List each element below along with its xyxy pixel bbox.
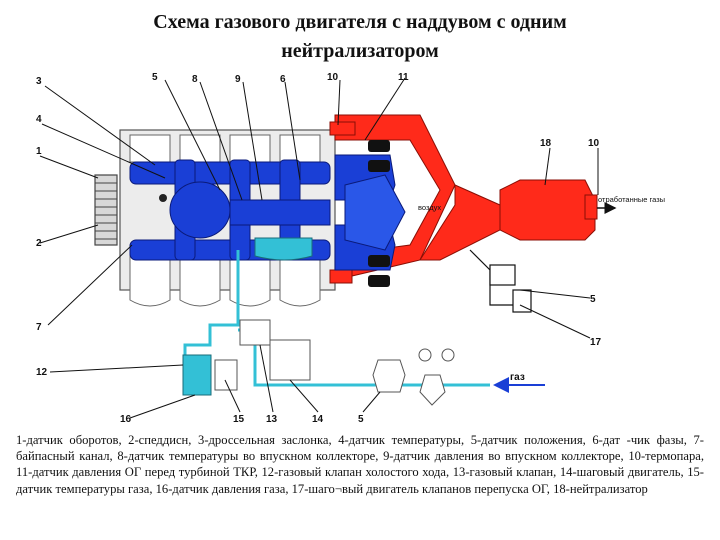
label-2: 2 (36, 238, 42, 249)
label-14: 14 (312, 414, 324, 425)
catalytic-converter (499, 179, 596, 241)
legend-caption: 1-датчик оборотов, 2-спеддисн, 3-дроссел… (16, 433, 704, 496)
leader-lines (39, 77, 599, 419)
title-line-1: Схема газового двигателя с наддувом с од… (153, 11, 567, 33)
label-11: 11 (398, 72, 409, 83)
label-8: 8 (192, 74, 198, 85)
gauge-icon-2 (441, 348, 455, 362)
intake-manifold (129, 159, 331, 261)
label-16: 16 (120, 414, 132, 425)
page-title: Схема газового двигателя с наддувом с од… (60, 8, 660, 66)
label-7: 7 (36, 322, 42, 333)
label-10-right: 10 (588, 138, 600, 149)
label-5-top: 5 (152, 72, 158, 83)
title-line-2: нейтрализатором (281, 40, 439, 62)
exhaust-path (329, 114, 598, 287)
label-15: 15 (233, 414, 245, 425)
throttle-body (254, 237, 313, 261)
exhaust-label: отработанные газы (598, 195, 665, 204)
gas-supply-line (182, 250, 490, 406)
air-label: воздух (418, 203, 441, 212)
label-13: 13 (266, 414, 278, 425)
label-17: 17 (590, 337, 602, 348)
gauge-icon (418, 348, 432, 362)
wastegate-actuator (489, 264, 516, 286)
gas-valve-idle (182, 354, 212, 396)
gas-label: газ (510, 372, 525, 383)
gas-filter (372, 359, 406, 393)
engine-diagram: отработанные газы воздух газ (36, 72, 665, 425)
label-6: 6 (280, 74, 286, 85)
label-18: 18 (540, 138, 552, 149)
label-1: 1 (36, 146, 42, 157)
label-9: 9 (235, 74, 241, 85)
label-12: 12 (36, 367, 48, 378)
label-5-right: 5 (590, 294, 596, 305)
flywheel (94, 174, 118, 246)
label-5-bottom: 5 (358, 414, 364, 425)
label-10-top: 10 (327, 72, 339, 83)
label-4: 4 (36, 114, 42, 125)
label-3: 3 (36, 76, 42, 87)
gas-reducer (419, 374, 446, 406)
sensor-dot-icon (159, 194, 167, 202)
stepper-motor (269, 339, 311, 381)
